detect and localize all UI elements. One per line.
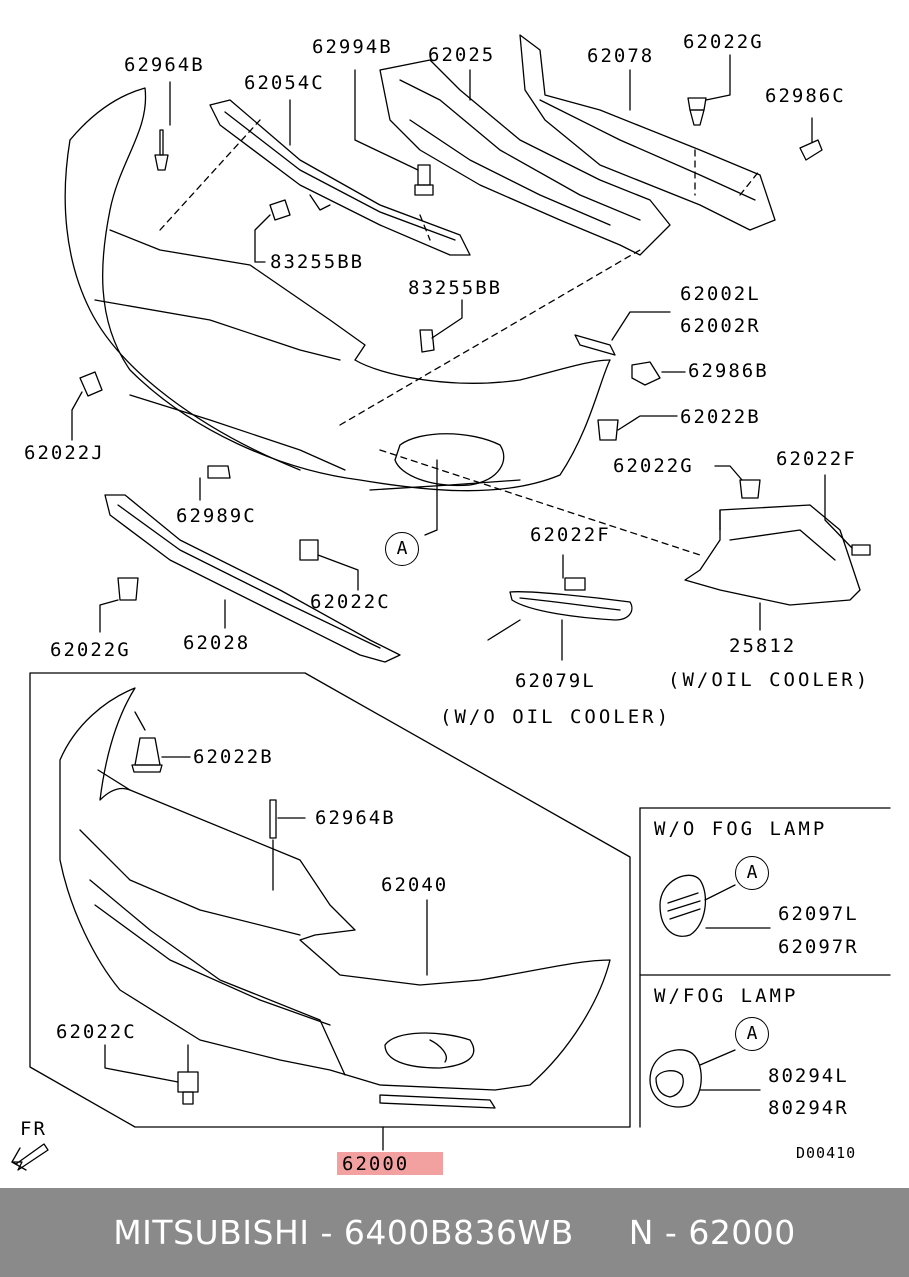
part-62054c-bar: [209, 99, 471, 256]
label-62028[interactable]: 62028: [183, 632, 251, 654]
note-without-oil-cooler: (W/O OIL COOLER): [440, 706, 672, 728]
label-62054c[interactable]: 62054C: [244, 72, 325, 94]
label-62986c[interactable]: 62986C: [765, 85, 846, 107]
label-62022g-top[interactable]: 62022G: [683, 31, 764, 53]
label-62022b-mid[interactable]: 62022B: [680, 406, 761, 428]
part-62079l-cover: [509, 591, 633, 621]
leader-lines: [71, 54, 853, 661]
label-62040[interactable]: 62040: [381, 874, 449, 896]
label-62986b[interactable]: 62986B: [688, 360, 769, 382]
ref-a-wo-fog: A: [735, 856, 769, 890]
label-62022c-mid[interactable]: 62022C: [310, 591, 391, 613]
fasteners: [79, 97, 871, 601]
upper-bumper-outline: [64, 87, 611, 492]
wo-fog-lamp-title: W/O FOG LAMP: [654, 818, 828, 840]
label-62022j[interactable]: 62022J: [24, 442, 105, 464]
assembly-box-outline: [29, 672, 631, 1151]
label-62002l[interactable]: 62002L: [680, 283, 761, 305]
label-62078[interactable]: 62078: [587, 45, 655, 67]
label-62000[interactable]: 62000: [342, 1153, 410, 1175]
label-62022g-left[interactable]: 62022G: [50, 639, 131, 661]
label-62022f-mid[interactable]: 62022F: [530, 524, 611, 546]
ref-a-upper: A: [385, 532, 419, 566]
part-62028-strip: [104, 494, 401, 663]
label-62994b[interactable]: 62994B: [312, 36, 393, 58]
label-62022f-right[interactable]: 62022F: [776, 448, 857, 470]
ref-a-w-fog: A: [735, 1017, 769, 1051]
label-83255bb-a[interactable]: 83255BB: [270, 251, 365, 273]
label-62989c[interactable]: 62989C: [176, 505, 257, 527]
label-62964b-top[interactable]: 62964B: [124, 54, 205, 76]
label-83255bb-b[interactable]: 83255BB: [408, 277, 503, 299]
parts-diagram: [11, 34, 891, 1171]
label-fr: FR: [20, 1118, 47, 1140]
label-25812[interactable]: 25812: [729, 635, 797, 657]
fog-lamp-panels: [639, 807, 891, 1128]
label-80294r[interactable]: 80294R: [768, 1097, 849, 1119]
fr-arrow-icon: [11, 1143, 49, 1171]
label-80294l[interactable]: 80294L: [768, 1065, 849, 1087]
lower-leaders: [104, 711, 428, 1083]
lower-fasteners: [131, 737, 277, 1105]
part-62040-bumper-cover: [59, 687, 611, 1109]
label-62097r[interactable]: 62097R: [778, 936, 859, 958]
diagram-code: D00410: [796, 1144, 857, 1162]
reference-dashes: [159, 119, 761, 556]
label-62025[interactable]: 62025: [428, 44, 496, 66]
part-62078-reinforcement: [519, 34, 776, 231]
part-25812-duct: [684, 504, 861, 606]
label-62022b-low[interactable]: 62022B: [193, 746, 274, 768]
part-62000-highlight: [337, 1152, 443, 1175]
label-62964b-low[interactable]: 62964B: [315, 807, 396, 829]
label-62022g-mid[interactable]: 62022G: [613, 455, 694, 477]
note-with-oil-cooler: (W/OIL COOLER): [668, 669, 871, 691]
label-62022c-low[interactable]: 62022C: [56, 1021, 137, 1043]
footer-caption: MITSUBISHI - 6400B836WB N - 62000: [0, 1188, 909, 1277]
label-62079l[interactable]: 62079L: [515, 670, 596, 692]
label-62002r[interactable]: 62002R: [680, 315, 761, 337]
label-62097l[interactable]: 62097L: [778, 903, 859, 925]
w-fog-lamp-title: W/FOG LAMP: [654, 985, 799, 1007]
